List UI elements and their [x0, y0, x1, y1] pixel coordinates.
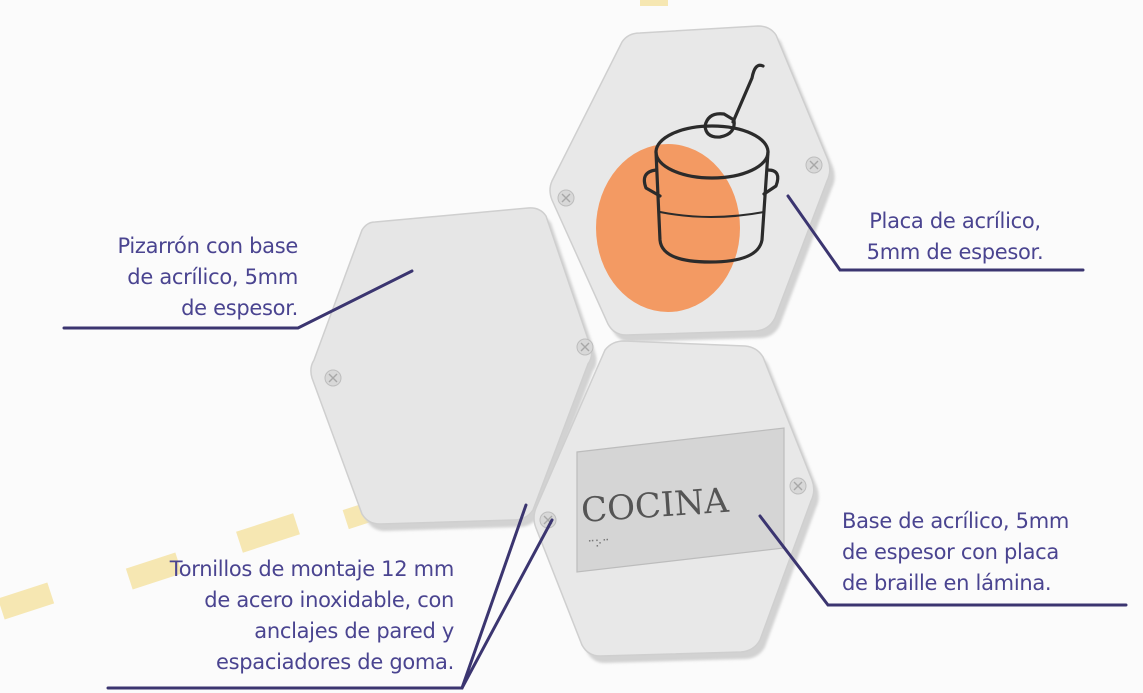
label-line: anclajes de pared y — [254, 619, 454, 643]
dash-segment — [125, 552, 183, 590]
leader-lines — [62, 194, 1128, 690]
leader-line-base — [758, 514, 1128, 607]
leader-line-placa — [786, 194, 1085, 272]
label-line: de espesor. — [181, 296, 298, 320]
dash-segment — [0, 582, 55, 620]
label-base: Base de acrílico, 5mm de espesor con pla… — [842, 506, 1142, 599]
hexagon-base: COCINA ⠉⠕⠉ — [533, 340, 819, 663]
screw-icon — [576, 338, 594, 356]
screw-icon — [324, 369, 342, 387]
orange-circle — [596, 144, 740, 312]
cooking-pot-ladle-icon — [642, 63, 780, 264]
dash-segment — [236, 513, 300, 553]
label-line: espaciadores de goma. — [216, 650, 454, 674]
leader-line-pizarron — [62, 269, 414, 330]
screw-icon — [539, 511, 557, 529]
label-line: Tornillos de montaje 12 mm — [169, 557, 455, 581]
label-tornillos: Tornillos de montaje 12 mm de acero inox… — [80, 554, 455, 678]
hexagon-placa — [549, 25, 835, 342]
label-line: Pizarrón con base — [117, 234, 298, 258]
screw-icon — [789, 477, 807, 495]
label-line: de acrílico, 5mm — [127, 265, 298, 289]
label-line: Base de acrílico, 5mm — [842, 509, 1070, 533]
label-line: de braille en lámina. — [842, 571, 1052, 595]
label-line: de acero inoxidable, con — [204, 588, 454, 612]
dash-segment — [640, 0, 668, 6]
label-line: 5mm de espesor. — [866, 240, 1044, 264]
sign-braille: ⠉⠕⠉ — [587, 538, 610, 551]
label-placa: Placa de acrílico, 5mm de espesor. — [835, 206, 1075, 268]
leader-line-tornillos-b — [460, 518, 554, 690]
label-line: Placa de acrílico, — [869, 209, 1041, 233]
screw-icon — [805, 156, 823, 174]
braille-sign-plate: COCINA ⠉⠕⠉ — [576, 427, 785, 573]
label-line: de espesor con placa — [842, 540, 1059, 564]
label-pizarron: Pizarrón con base de acrílico, 5mm de es… — [40, 231, 298, 324]
screw-icon — [557, 189, 575, 207]
